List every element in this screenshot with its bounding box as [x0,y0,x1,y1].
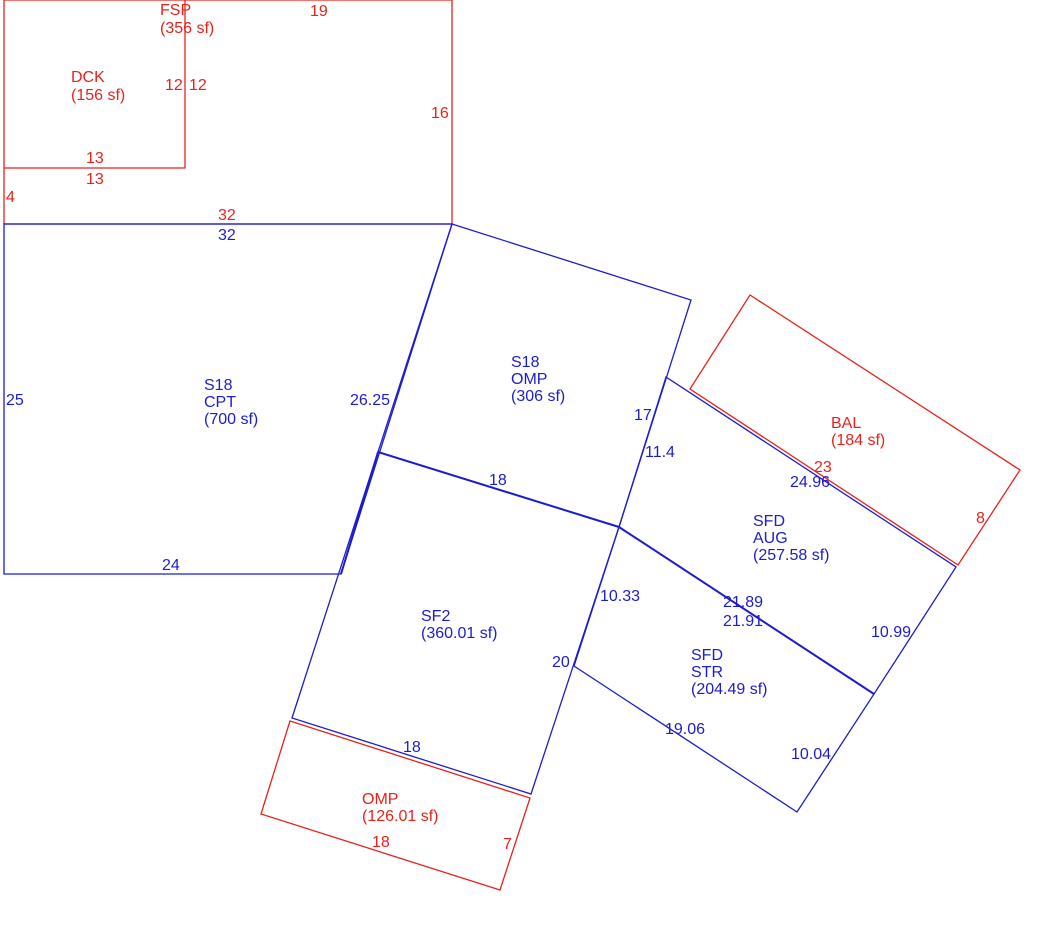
fsp-outline [3,0,453,224]
dim-omp-bottom: 18 [372,834,390,851]
dim-aug-right: 10.99 [871,624,911,641]
dim-str-top: 21.91 [723,613,763,630]
dim-omp-upper-bottom: 18 [489,472,507,489]
aug-str-divider [618,526,875,695]
s18-omp-line1: S18 [511,354,540,371]
dck-code-label: DCK [71,69,105,86]
omp-area-label: (126.01 sf) [362,808,438,825]
omp-code-label: OMP [362,791,398,808]
dim-sf2-bottom: 18 [403,739,421,756]
sfd-aug-line1: SFD [753,513,785,530]
dim-dck-bottom-a: 13 [86,150,104,167]
dim-bal-right: 8 [976,510,985,527]
dim-omp-upper-right: 17 [634,407,652,424]
sfd-aug-area: (257.58 sf) [753,547,829,564]
sfd-str-line1: SFD [691,647,723,664]
s18-cpt-area: (700 sf) [204,411,258,428]
dim-aug-left: 11.4 [645,444,675,461]
sfd-str-area: (204.49 sf) [691,681,767,698]
cpt-sf2-wall [340,451,379,575]
dim-str-left: 10.33 [600,588,640,605]
bal-outline [689,294,1021,566]
sfd-str-outline [573,525,875,813]
dim-cpt-right: 26.25 [350,392,390,409]
dim-cpt-left: 25 [6,392,24,409]
dim-fsp-top: 19 [310,3,328,20]
omp-outline [260,720,531,891]
fsp-area-label: (356 sf) [160,20,214,37]
dim-cpt-bottom: 24 [162,557,180,574]
s18-cpt-line2: CPT [204,394,236,411]
sfd-str-line2: STR [691,664,723,681]
dim-str-right: 10.04 [791,746,831,763]
dim-dck-bottom-b: 13 [86,171,104,188]
sfd-aug-line2: AUG [753,530,788,547]
dim-aug-bottom: 21.89 [723,594,763,611]
dim-aug-top: 24.96 [790,474,830,491]
dck-area-label: (156 sf) [71,87,125,104]
dim-fsp-bottom: 32 [218,207,236,224]
fsp-code-label: FSP [160,2,191,19]
omp-sf2-divider [377,451,620,528]
dim-sf2-right: 20 [552,654,570,671]
s18-cpt-line1: S18 [204,377,233,394]
dim-fsp-right: 16 [431,105,449,122]
dim-bal-bottom: 23 [814,459,832,476]
bal-code-label: BAL [831,415,861,432]
s18-omp-area: (306 sf) [511,388,565,405]
sf2-area-label: (360.01 sf) [421,625,497,642]
bal-area-label: (184 sf) [831,432,885,449]
dim-cpt-top: 32 [218,227,236,244]
sf2-outline [291,451,620,795]
dim-omp-right: 7 [503,836,512,853]
dim-dck-right-a: 12 [165,77,183,94]
dim-fsp-left: 4 [6,189,15,206]
dim-dck-right-b: 12 [189,77,207,94]
s18-omp-line2: OMP [511,371,547,388]
dim-str-bottom: 19.06 [665,721,705,738]
dck-outline [4,0,186,169]
sf2-code-label: SF2 [421,608,450,625]
